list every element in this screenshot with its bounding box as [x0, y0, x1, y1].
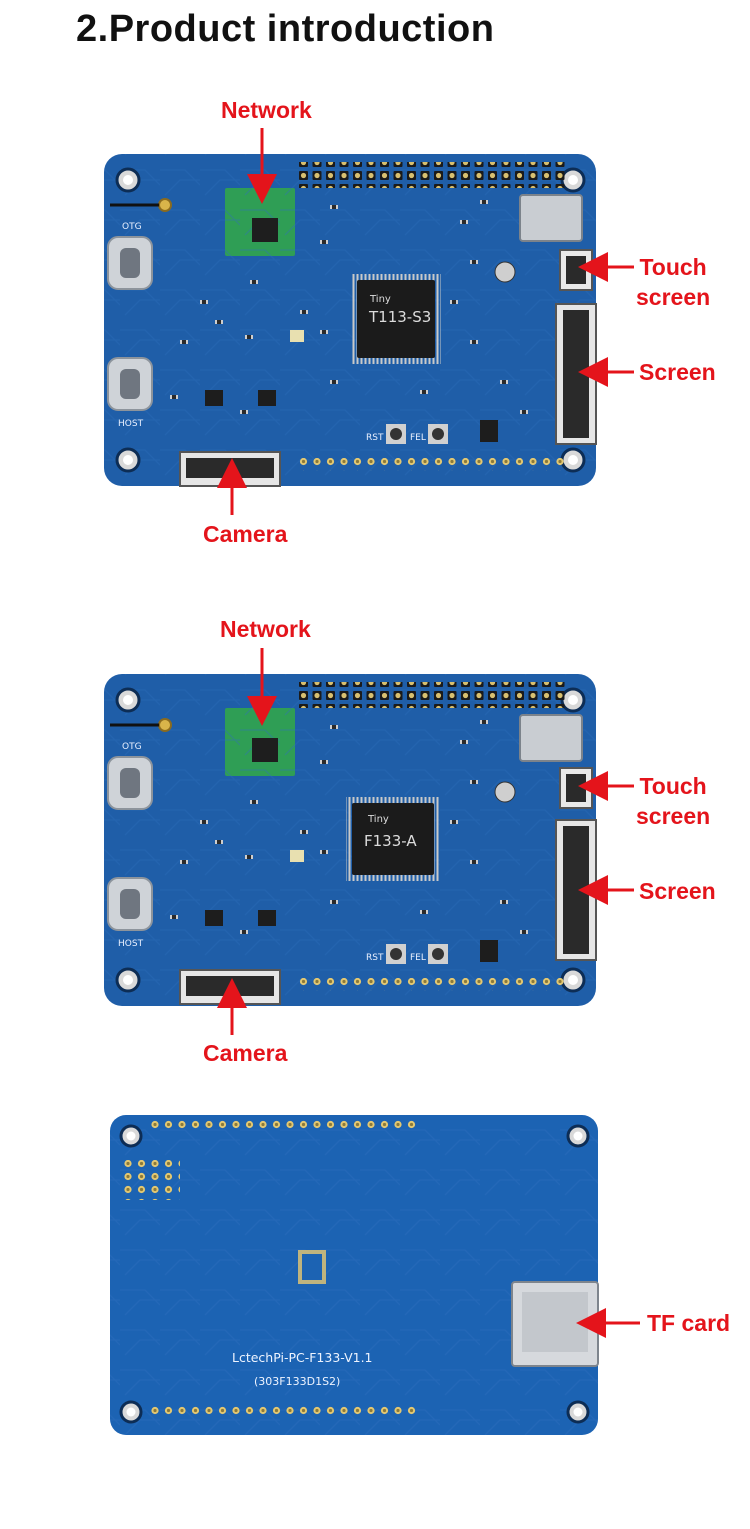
silk-rst: RST — [366, 433, 384, 443]
label-network-2: Network — [220, 616, 311, 642]
label-network-1: Network — [221, 97, 312, 123]
board-bottom: LctechPi-PC-F133-V1.1 (303F133D1S2) — [110, 1115, 599, 1435]
board-top-t113: OTG HOST RST FEL Tiny T113-S3 — [104, 154, 597, 487]
chip-model: F133-A — [364, 832, 417, 850]
chip-brand: Tiny — [369, 294, 391, 305]
silk-rst: RST — [366, 953, 384, 963]
silk-board-name: LctechPi-PC-F133-V1.1 — [232, 1350, 373, 1365]
label-camera-2: Camera — [203, 1040, 288, 1066]
chip-brand: Tiny — [367, 814, 389, 825]
silk-fel: FEL — [410, 953, 426, 963]
page-title: 2.Product introduction — [76, 8, 495, 50]
silk-otg: OTG — [122, 222, 142, 232]
board-top-f133: OTG HOST RST FEL Tiny F133-A — [104, 674, 597, 1006]
label-touch-screen-2: Touch screen — [636, 771, 710, 831]
silk-board-code: (303F133D1S2) — [254, 1375, 340, 1388]
label-touch-word: Touch — [639, 773, 707, 799]
label-touch-screen-1: Touch screen — [636, 252, 710, 312]
label-screen-2: Screen — [639, 878, 716, 904]
silk-fel: FEL — [410, 433, 426, 443]
label-touch-word: Touch — [639, 254, 707, 280]
label-screen-word: screen — [636, 284, 711, 310]
silk-host: HOST — [118, 419, 144, 429]
silk-host: HOST — [118, 939, 144, 949]
label-screen-1: Screen — [639, 359, 716, 385]
silk-otg: OTG — [122, 742, 142, 752]
chip-model: T113-S3 — [368, 308, 431, 326]
label-tf-card: TF card — [647, 1310, 731, 1336]
label-screen-word: screen — [636, 803, 711, 829]
label-camera-1: Camera — [203, 521, 288, 547]
